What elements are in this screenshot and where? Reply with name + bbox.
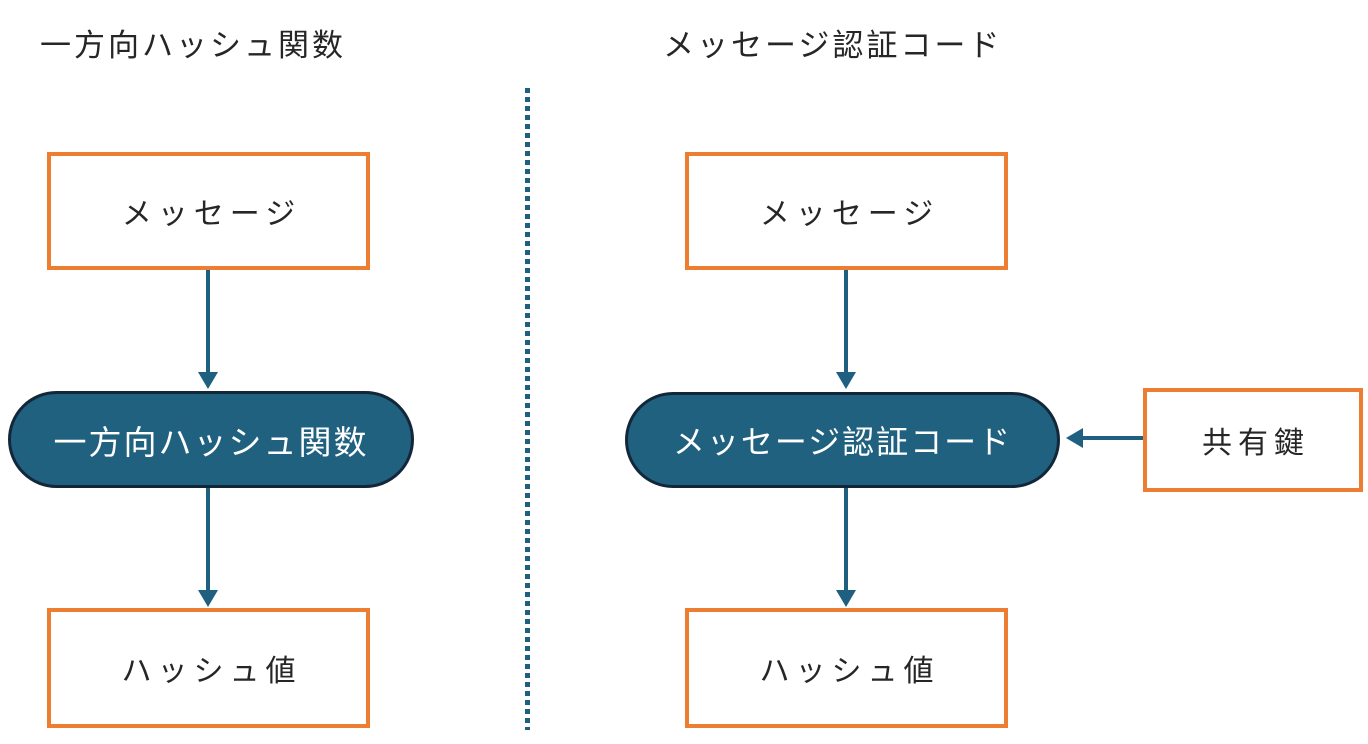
right-arrow-mac-to-hash-line xyxy=(844,488,848,591)
left-arrow-function-to-hash-line xyxy=(206,488,210,591)
left-section-title: 一方向ハッシュ関数 xyxy=(40,28,346,63)
right-hash-value-box: ハッシュ値 xyxy=(685,608,1008,728)
right-mac-pill: メッセージ認証コード xyxy=(625,392,1060,488)
right-message-box: メッセージ xyxy=(685,152,1008,270)
panel-divider-dotted-line xyxy=(525,88,530,730)
right-arrow-mac-to-hash-head xyxy=(836,590,856,607)
right-arrow-message-to-mac-head xyxy=(836,372,856,389)
left-arrow-function-to-hash-head xyxy=(198,590,218,607)
left-message-box: メッセージ xyxy=(47,152,370,270)
right-arrow-key-to-mac-head xyxy=(1066,428,1083,448)
left-hash-function-pill: 一方向ハッシュ関数 xyxy=(8,391,414,488)
right-section-title: メッセージ認証コード xyxy=(663,28,1003,63)
right-arrow-message-to-mac-line xyxy=(844,270,848,373)
left-arrow-message-to-function-line xyxy=(206,270,210,373)
left-arrow-message-to-function-head xyxy=(198,372,218,389)
right-shared-key-box: 共有鍵 xyxy=(1143,388,1363,492)
right-arrow-key-to-mac-line xyxy=(1082,436,1143,440)
left-hash-value-box: ハッシュ値 xyxy=(47,608,370,728)
